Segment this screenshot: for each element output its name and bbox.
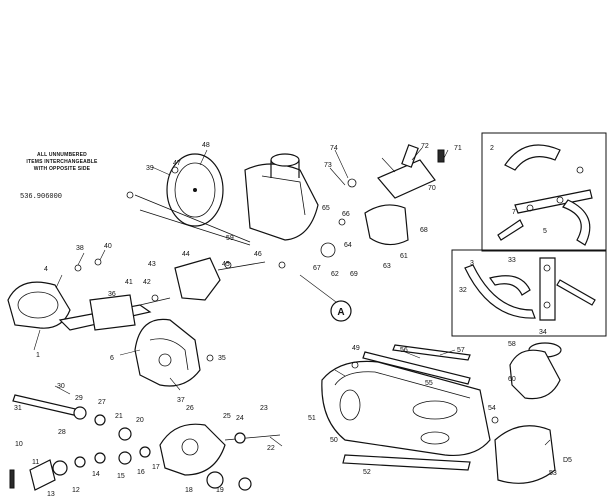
part-label-4: 4 [44, 266, 48, 273]
left-skid-assembly [7, 281, 171, 331]
part-label-d5: D5 [563, 457, 572, 464]
model-number: 536.906000 [20, 193, 62, 201]
part-label-30: 30 [57, 383, 65, 390]
part-label-45: 45 [222, 261, 230, 268]
part-number-labels: 1 2 3 4 5 6 7 10 11 12 13 14 15 16 17 18… [14, 142, 572, 498]
part-label-39: 39 [146, 165, 154, 172]
part-label-29: 29 [75, 395, 83, 402]
part-label-72: 72 [421, 143, 429, 150]
part-label-41: 41 [125, 279, 133, 286]
part-label-49: 49 [352, 345, 360, 352]
part-label-70: 70 [428, 185, 436, 192]
inset-box-upper [481, 132, 607, 252]
part-label-24: 24 [236, 415, 244, 422]
part-label-66: 66 [342, 211, 350, 218]
part-label-61: 61 [400, 253, 408, 260]
part-label-59: 59 [226, 235, 234, 242]
part-label-64: 64 [344, 242, 352, 249]
part-label-25: 25 [223, 413, 231, 420]
part-label-62: 62 [331, 271, 339, 278]
part-label-28: 28 [58, 429, 66, 436]
auger-housing-lower [321, 344, 491, 471]
hardware-items [74, 166, 584, 424]
leader-lines [33, 147, 551, 447]
part-label-11: 11 [32, 459, 39, 466]
callout-a-circle [330, 300, 352, 322]
part-label-27: 27 [98, 399, 106, 406]
part-label-17: 17 [152, 464, 160, 471]
discharge-chute [494, 342, 562, 484]
part-label-21: 21 [115, 413, 123, 420]
part-label-34: 34 [539, 329, 547, 336]
part-label-20: 20 [136, 417, 144, 424]
gearcase-lower [159, 423, 281, 491]
part-label-18: 18 [185, 487, 193, 494]
part-label-6: 6 [110, 355, 114, 362]
part-label-60: 60 [508, 376, 516, 383]
chute-crank-assembly [320, 144, 445, 258]
part-label-46: 46 [254, 251, 262, 258]
part-label-10: 10 [15, 441, 23, 448]
part-label-56: 56 [400, 347, 408, 354]
part-label-23: 23 [260, 405, 268, 412]
part-label-36: 36 [108, 291, 116, 298]
part-label-31: 31 [14, 405, 22, 412]
part-label-54: 54 [488, 405, 496, 412]
part-label-37: 37 [177, 397, 185, 404]
part-label-65: 65 [322, 205, 330, 212]
part-label-44: 44 [182, 251, 190, 258]
part-label-74: 74 [330, 145, 338, 152]
auger-housing-upper-assembly [134, 153, 319, 246]
part-label-52: 52 [363, 469, 371, 476]
note-line-2: ITEMS INTERCHANGEABLE [26, 159, 98, 165]
part-label-48: 48 [202, 142, 210, 149]
part-label-38: 38 [76, 245, 84, 252]
part-label-12: 12 [72, 487, 80, 494]
part-label-15: 15 [117, 473, 125, 480]
part-label-35: 35 [218, 355, 226, 362]
lower-shaft-assembly [9, 394, 151, 491]
part-label-26: 26 [186, 405, 194, 412]
note-line-1: ALL UNNUMBERED [37, 152, 87, 158]
part-label-43: 43 [148, 261, 156, 268]
part-label-51: 51 [308, 415, 316, 422]
part-label-33: 33 [508, 257, 516, 264]
part-label-42: 42 [143, 279, 151, 286]
part-label-7: 7 [512, 209, 516, 216]
note-line-3: WITH OPPOSITE SIDE [34, 166, 91, 172]
part-label-69: 69 [350, 271, 358, 278]
part-label-58: 58 [508, 341, 516, 348]
part-label-50: 50 [330, 437, 338, 444]
callout-a-label: A [337, 307, 344, 318]
part-label-63: 63 [383, 263, 391, 270]
inset-box-lower [451, 249, 607, 337]
part-label-55: 55 [425, 380, 433, 387]
part-label-67: 67 [313, 265, 321, 272]
part-label-68: 68 [420, 227, 428, 234]
part-label-57: 57 [457, 347, 465, 354]
part-label-2: 2 [490, 145, 494, 152]
part-label-1: 1 [36, 352, 40, 359]
part-label-71: 71 [454, 145, 462, 152]
part-label-22: 22 [267, 445, 275, 452]
inset-upper-parts [497, 144, 593, 246]
part-label-13: 13 [47, 491, 55, 498]
part-label-32: 32 [459, 287, 467, 294]
part-label-53: 53 [549, 470, 557, 477]
part-label-19: 19 [216, 487, 224, 494]
part-label-16: 16 [137, 469, 145, 476]
gear-housing-middle [134, 257, 266, 387]
part-label-5: 5 [543, 228, 547, 235]
inset-lower-parts [464, 257, 596, 321]
part-label-47: 47 [173, 160, 181, 167]
part-label-40: 40 [104, 243, 112, 250]
part-label-3: 3 [470, 260, 474, 267]
part-label-73: 73 [324, 162, 332, 169]
part-label-14: 14 [92, 471, 100, 478]
